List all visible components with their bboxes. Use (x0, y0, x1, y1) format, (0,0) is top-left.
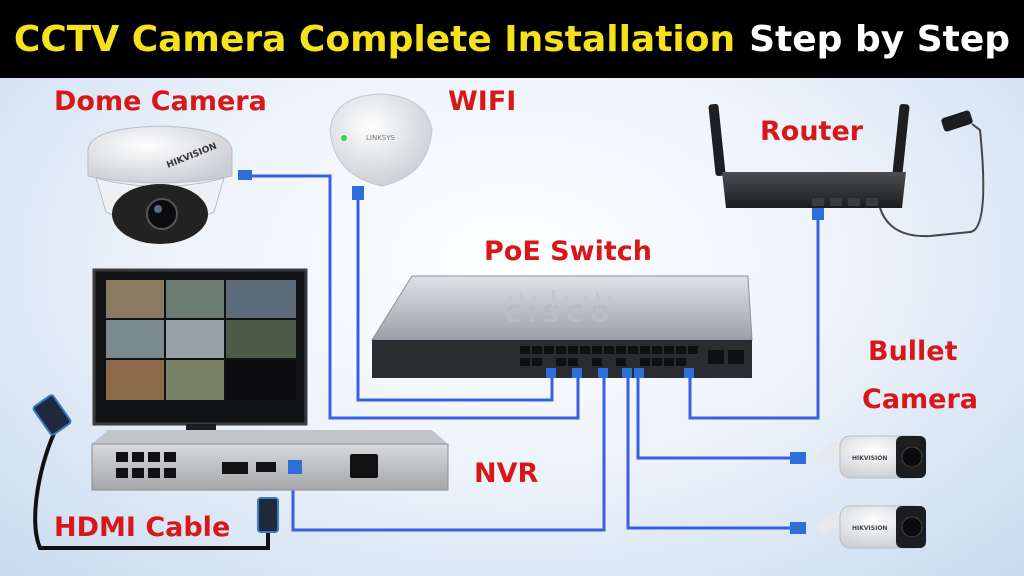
monitor (92, 268, 308, 442)
label-bullet-camera-line1: Bullet (868, 336, 958, 367)
label-hdmi-cable: HDMI Cable (54, 512, 231, 543)
bullet-camera-top: HIKVISION (790, 435, 926, 479)
label-nvr: NVR (474, 458, 539, 489)
router (708, 103, 985, 238)
bullet-camera-bottom: HIKVISION (790, 505, 926, 549)
hdmi-plug-bottom (257, 497, 279, 533)
cable-dome-to-switch (250, 174, 580, 420)
label-dome-camera: Dome Camera (54, 86, 267, 117)
dome-camera: HIKVISION (87, 125, 252, 244)
cables (250, 174, 820, 532)
cable-nvr-to-switch (291, 375, 606, 532)
bullet-top-brand: HIKVISION (852, 455, 887, 462)
hdmi-plug-top (32, 394, 72, 436)
hdmi-cable (33, 424, 270, 550)
nvr (91, 430, 449, 491)
wifi-brand: LINKSYS (366, 134, 396, 142)
title-bar: CCTV Camera Complete Installation Step b… (0, 0, 1024, 78)
label-router: Router (760, 116, 864, 147)
label-poe-switch: PoE Switch (484, 236, 652, 267)
bullet-bottom-brand: HIKVISION (852, 525, 887, 532)
poe-switch: CISCO (371, 275, 753, 378)
cable-router-to-switch (688, 218, 820, 420)
wifi-access-point: LINKSYS (329, 93, 433, 200)
title-suffix: Step by Step (749, 18, 1011, 60)
switch-ports (520, 346, 744, 366)
cable-bullet2-to-switch (626, 375, 790, 530)
label-wifi: WIFI (448, 86, 517, 117)
title-main: CCTV Camera Complete Installation (13, 18, 736, 60)
label-bullet-camera-line2: Camera (862, 384, 979, 415)
cable-bullet1-to-switch (636, 375, 790, 460)
cable-wifi-to-switch (356, 200, 554, 402)
